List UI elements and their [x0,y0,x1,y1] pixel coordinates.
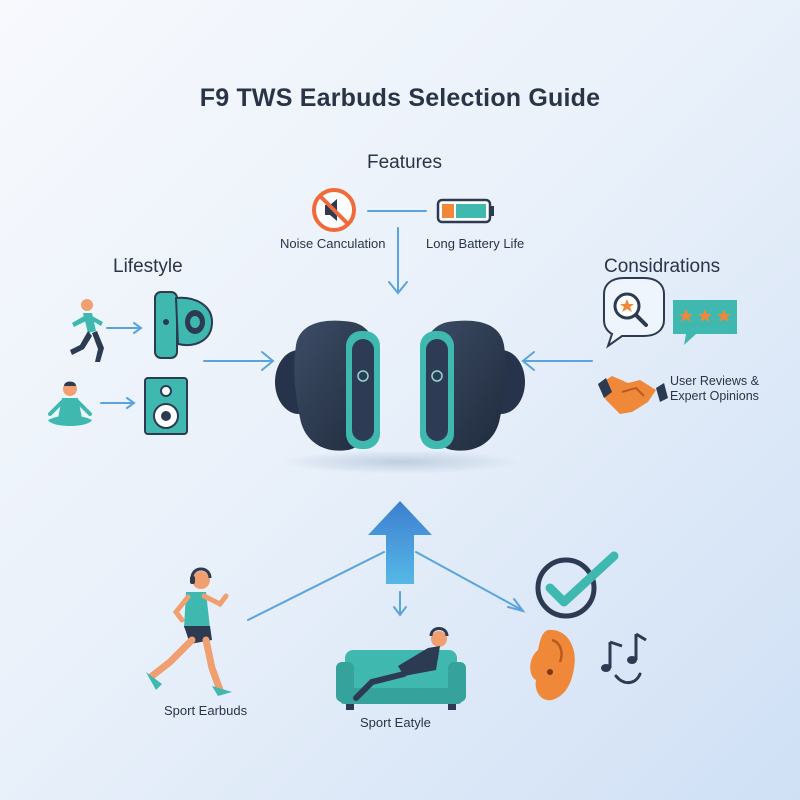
reviews-label: User Reviews & Expert Opinions [670,374,759,403]
earbud-right-icon [420,320,525,451]
features-heading: Features [367,152,442,173]
battery-life-label: Long Battery Life [426,236,525,251]
earbud-case-icon [154,291,214,359]
considerations-arrow [521,351,593,371]
earbud-left-icon [275,320,380,451]
big-up-arrow [368,501,432,584]
search-review-icon [603,277,665,349]
right-diagonal-arrow [415,551,526,613]
speaker-icon [144,377,188,435]
left-diagonal-line [247,551,385,621]
runner-with-headphones-icon [146,567,232,696]
sofa-relaxing-icon [336,627,466,710]
battery-icon [436,198,494,224]
handshake-icon [598,376,668,414]
lifestyle-arrow [203,351,275,371]
sport-style-label: Sport Eatyle [360,715,431,730]
ear-icon [530,629,575,701]
no-noise-icon [312,188,356,232]
music-notes-icon [601,632,647,684]
sport-earbuds-label: Sport Earbuds [164,703,248,718]
connector-arrows [100,210,593,621]
considerations-heading: Considrations [604,256,721,277]
down-small-arrow [393,591,407,617]
running-person-icon [70,299,104,362]
checkmark-icon [535,551,619,619]
lifestyle-heading: Lifestyle [113,256,183,277]
earbuds-shadow [280,450,520,474]
meditation-arrow [100,397,136,409]
meditating-person-icon [48,381,92,426]
page-title: F9 TWS Earbuds Selection Guide [199,84,601,112]
features-arrow [388,227,408,295]
runner-arrow [106,322,143,334]
star-rating-icon [673,300,737,345]
noise-cancellation-label: Noise Canculation [280,236,386,251]
